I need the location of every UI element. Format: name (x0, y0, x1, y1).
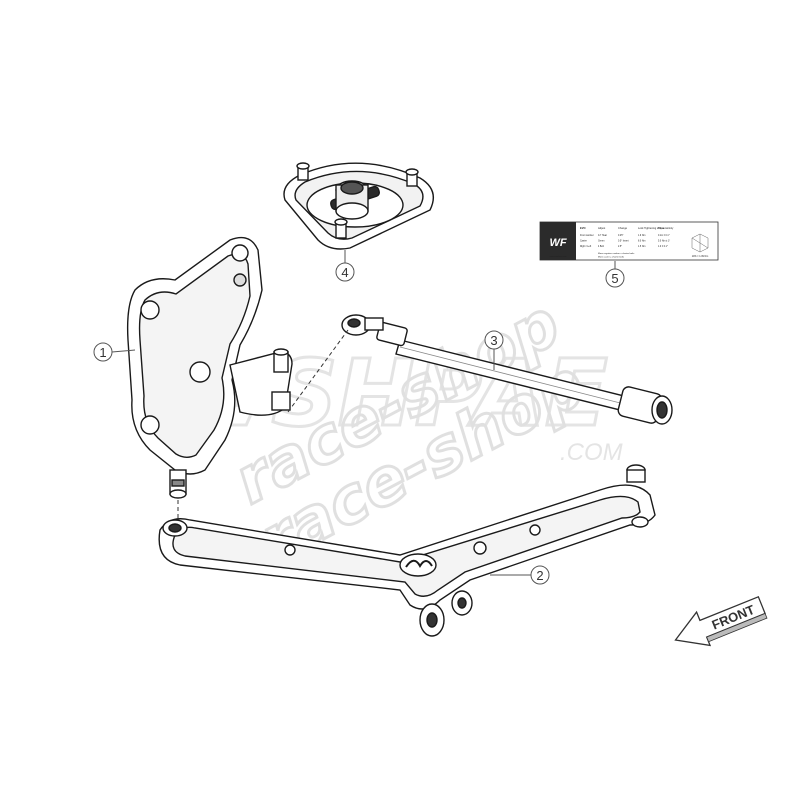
svg-text:5: 5 (611, 271, 618, 286)
setup-label-cell: Front camber (580, 234, 594, 237)
watermark-domain: .COM (560, 439, 623, 466)
setup-label-table: EVO Adjust Change Lock Tightening torqueTil… (580, 226, 674, 259)
control-arm-bushing-front (419, 590, 473, 637)
setup-label-header-cell: Lock Tightening torque (638, 226, 665, 230)
svg-text:3: 3 (490, 333, 497, 348)
setup-label-website: www.wiechers.com (549, 256, 566, 258)
setup-label-cell: 2.5° (618, 246, 622, 248)
setup-label-cell: Caster (580, 240, 587, 243)
setup-label-header-cell: Change (618, 226, 628, 230)
setup-label: WF www.wiechers.com EVO Adjust Change Lock … (539, 221, 719, 261)
setup-label-tilt-note: 10% = 1.09 Nm (692, 255, 709, 258)
top-mount (283, 162, 434, 250)
setup-label-cell: Right / Left (580, 245, 591, 248)
setup-label-logo-panel (540, 222, 576, 260)
setup-label-cell: 5.0 Nm ± 1° (658, 241, 670, 243)
assembly-lines (177, 329, 349, 518)
setup-label-cell: 1.0 ± 0.1° (658, 246, 668, 248)
setup-label-logo: WF (549, 237, 566, 249)
callout-4: 4 (335, 250, 355, 282)
setup-label-cell: 1.9 Nm (638, 235, 645, 237)
callout-5: 5 (605, 261, 625, 288)
callout-3: 3 (484, 330, 504, 370)
knuckle (126, 236, 293, 499)
setup-label-header-cell: Tilt sensitivity (658, 226, 674, 230)
setup-label-header-cell: Adjust (598, 226, 605, 230)
setup-label-cell: 0.5° Insert (618, 240, 629, 243)
svg-text:2: 2 (536, 568, 543, 583)
setup-label-header-cell: EVO (580, 226, 585, 230)
front-arrow: FRONT (674, 595, 768, 647)
top-mount-bolt (334, 218, 348, 239)
tie-rod-end (341, 314, 384, 336)
setup-label-cell: 0.1in ± 0.1° (658, 235, 670, 237)
setup-label-cell: 8.0 Nm (638, 241, 645, 243)
tilt-icon (691, 233, 709, 253)
setup-label-cell: 4 Bolt (598, 245, 604, 248)
lower-control-arm (158, 464, 656, 637)
svg-text:4: 4 (341, 265, 348, 280)
top-mount-bolt (296, 162, 310, 181)
svg-text:1: 1 (99, 345, 106, 360)
control-arm-bushing-rear (626, 464, 649, 528)
top-mount-bolt (405, 168, 419, 187)
tie-rod (341, 314, 673, 425)
setup-label-footnote: More caster = shorter bolts (598, 256, 625, 259)
callouts: 1 2 3 4 5 (93, 250, 625, 585)
callout-1: 1 (93, 342, 136, 362)
setup-label-footnote: More negative camber = shorter bolts (598, 252, 635, 255)
callout-2: 2 (490, 565, 550, 585)
setup-label-cell: Green (598, 240, 605, 243)
setup-label-cell: 0.25° (618, 235, 623, 237)
setup-label-cell: 1.5 Nm (638, 246, 645, 248)
setup-label-cell: 0-7 Heat (598, 234, 607, 237)
